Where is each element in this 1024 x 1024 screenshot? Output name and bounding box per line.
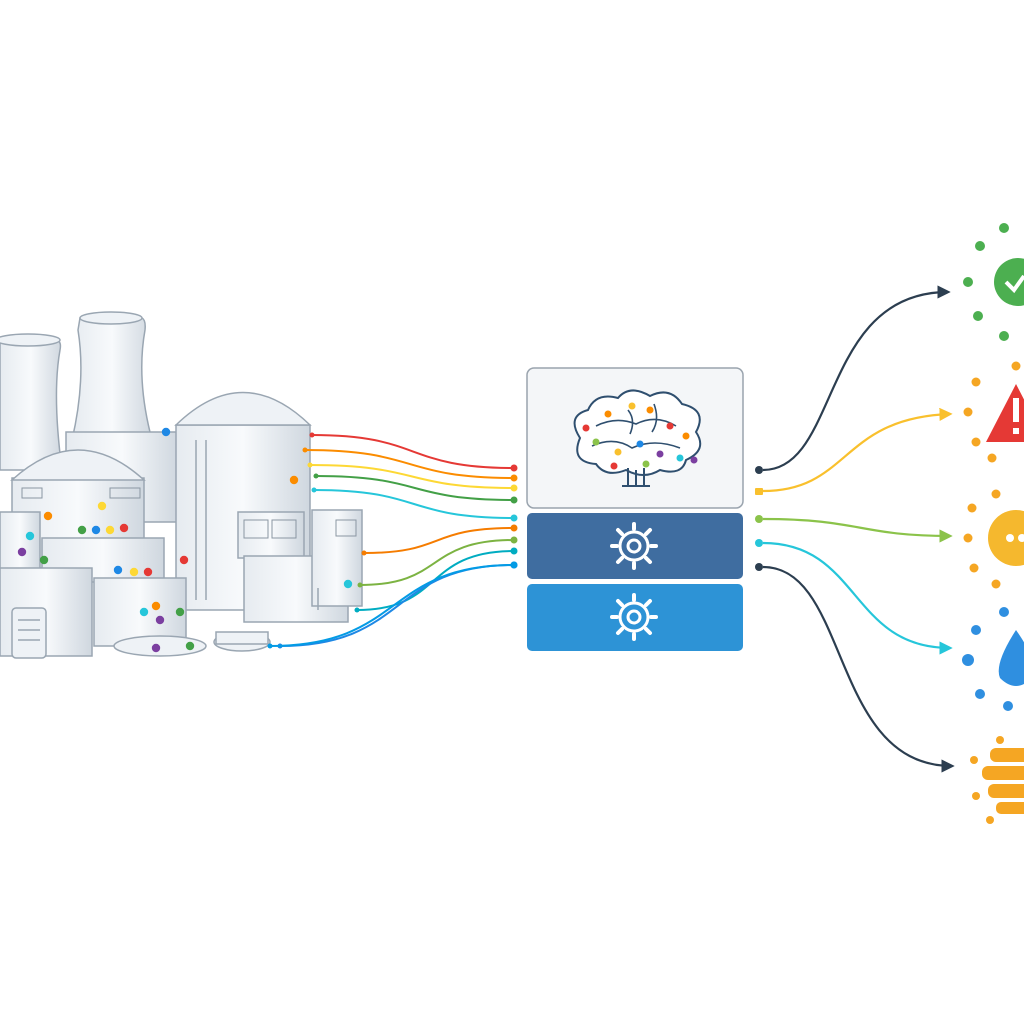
input-connector-dot [510, 514, 518, 522]
sensor-marker [17, 547, 27, 557]
input-signal-line [315, 475, 515, 501]
input-source-dot [307, 462, 313, 468]
input-source-dot [267, 643, 273, 649]
sensor-marker [43, 511, 53, 521]
input-source-dot [313, 473, 319, 479]
sensor-marker [105, 525, 115, 535]
sensor-marker [175, 607, 185, 617]
cooling-tower-right [71, 317, 153, 441]
sensor-marker [91, 525, 101, 535]
gear-icon [610, 522, 658, 570]
input-source-dot [361, 550, 367, 556]
input-signal-line [311, 434, 515, 469]
input-source-dot [309, 432, 315, 438]
gear-icon [610, 593, 658, 641]
output-arrow-1 [762, 285, 951, 472]
output-arrow-3 [762, 517, 953, 543]
check-circle-icon [963, 223, 1024, 341]
sensor-marker [129, 567, 139, 577]
input-connector-dot [510, 524, 518, 532]
input-signal-line [359, 539, 515, 586]
input-connector-dot [510, 484, 518, 492]
input-connector-dot [510, 547, 518, 555]
outcome-icons [962, 223, 1024, 824]
sensor-markers [17, 427, 353, 653]
fist-icon [970, 736, 1024, 824]
input-connector-dot [510, 474, 518, 482]
sensor-marker [179, 555, 189, 565]
processing-panel-middle [527, 513, 743, 579]
sensor-marker [185, 641, 195, 651]
input-signal-line [313, 489, 515, 519]
input-signal-lines [267, 432, 518, 649]
input-source-dot [311, 487, 317, 493]
input-source-dot [357, 582, 363, 588]
sensor-marker [155, 615, 165, 625]
sensor-marker [97, 501, 107, 511]
sensor-marker [113, 565, 123, 575]
input-connector-dot [510, 496, 518, 504]
sensor-marker [151, 643, 161, 653]
output-arrow-2 [762, 407, 953, 493]
sensor-marker [119, 523, 129, 533]
input-source-dot [302, 447, 308, 453]
sensor-marker [143, 567, 153, 577]
output-arrows [755, 285, 955, 773]
input-signal-line [269, 564, 515, 647]
sensor-marker [25, 531, 35, 541]
input-connector-dot [510, 536, 518, 544]
sensor-marker [151, 601, 161, 611]
input-signal-line [309, 464, 515, 489]
sensor-marker [343, 579, 353, 589]
output-arrow-4 [762, 541, 953, 655]
input-signal-line [363, 527, 515, 554]
processing-panel-bottom [527, 584, 743, 651]
processor-stack [526, 367, 744, 651]
warning-triangle-icon [963, 361, 1024, 463]
sensor-marker [77, 525, 87, 535]
input-signal-line [304, 449, 515, 479]
face-status-icon [963, 489, 1024, 589]
sensor-marker [161, 427, 171, 437]
brain-network-icon [573, 389, 702, 487]
input-connector-dot [510, 561, 518, 569]
sensor-marker [39, 555, 49, 565]
output-arrow-5 [762, 565, 955, 773]
input-connector-dot [510, 464, 518, 472]
cooling-tower-left [0, 339, 63, 471]
sensor-marker [289, 475, 299, 485]
sensor-marker [139, 607, 149, 617]
input-source-dot [354, 607, 360, 613]
nuclear-plant-illustration [0, 311, 363, 659]
water-drop-icon [962, 607, 1024, 711]
